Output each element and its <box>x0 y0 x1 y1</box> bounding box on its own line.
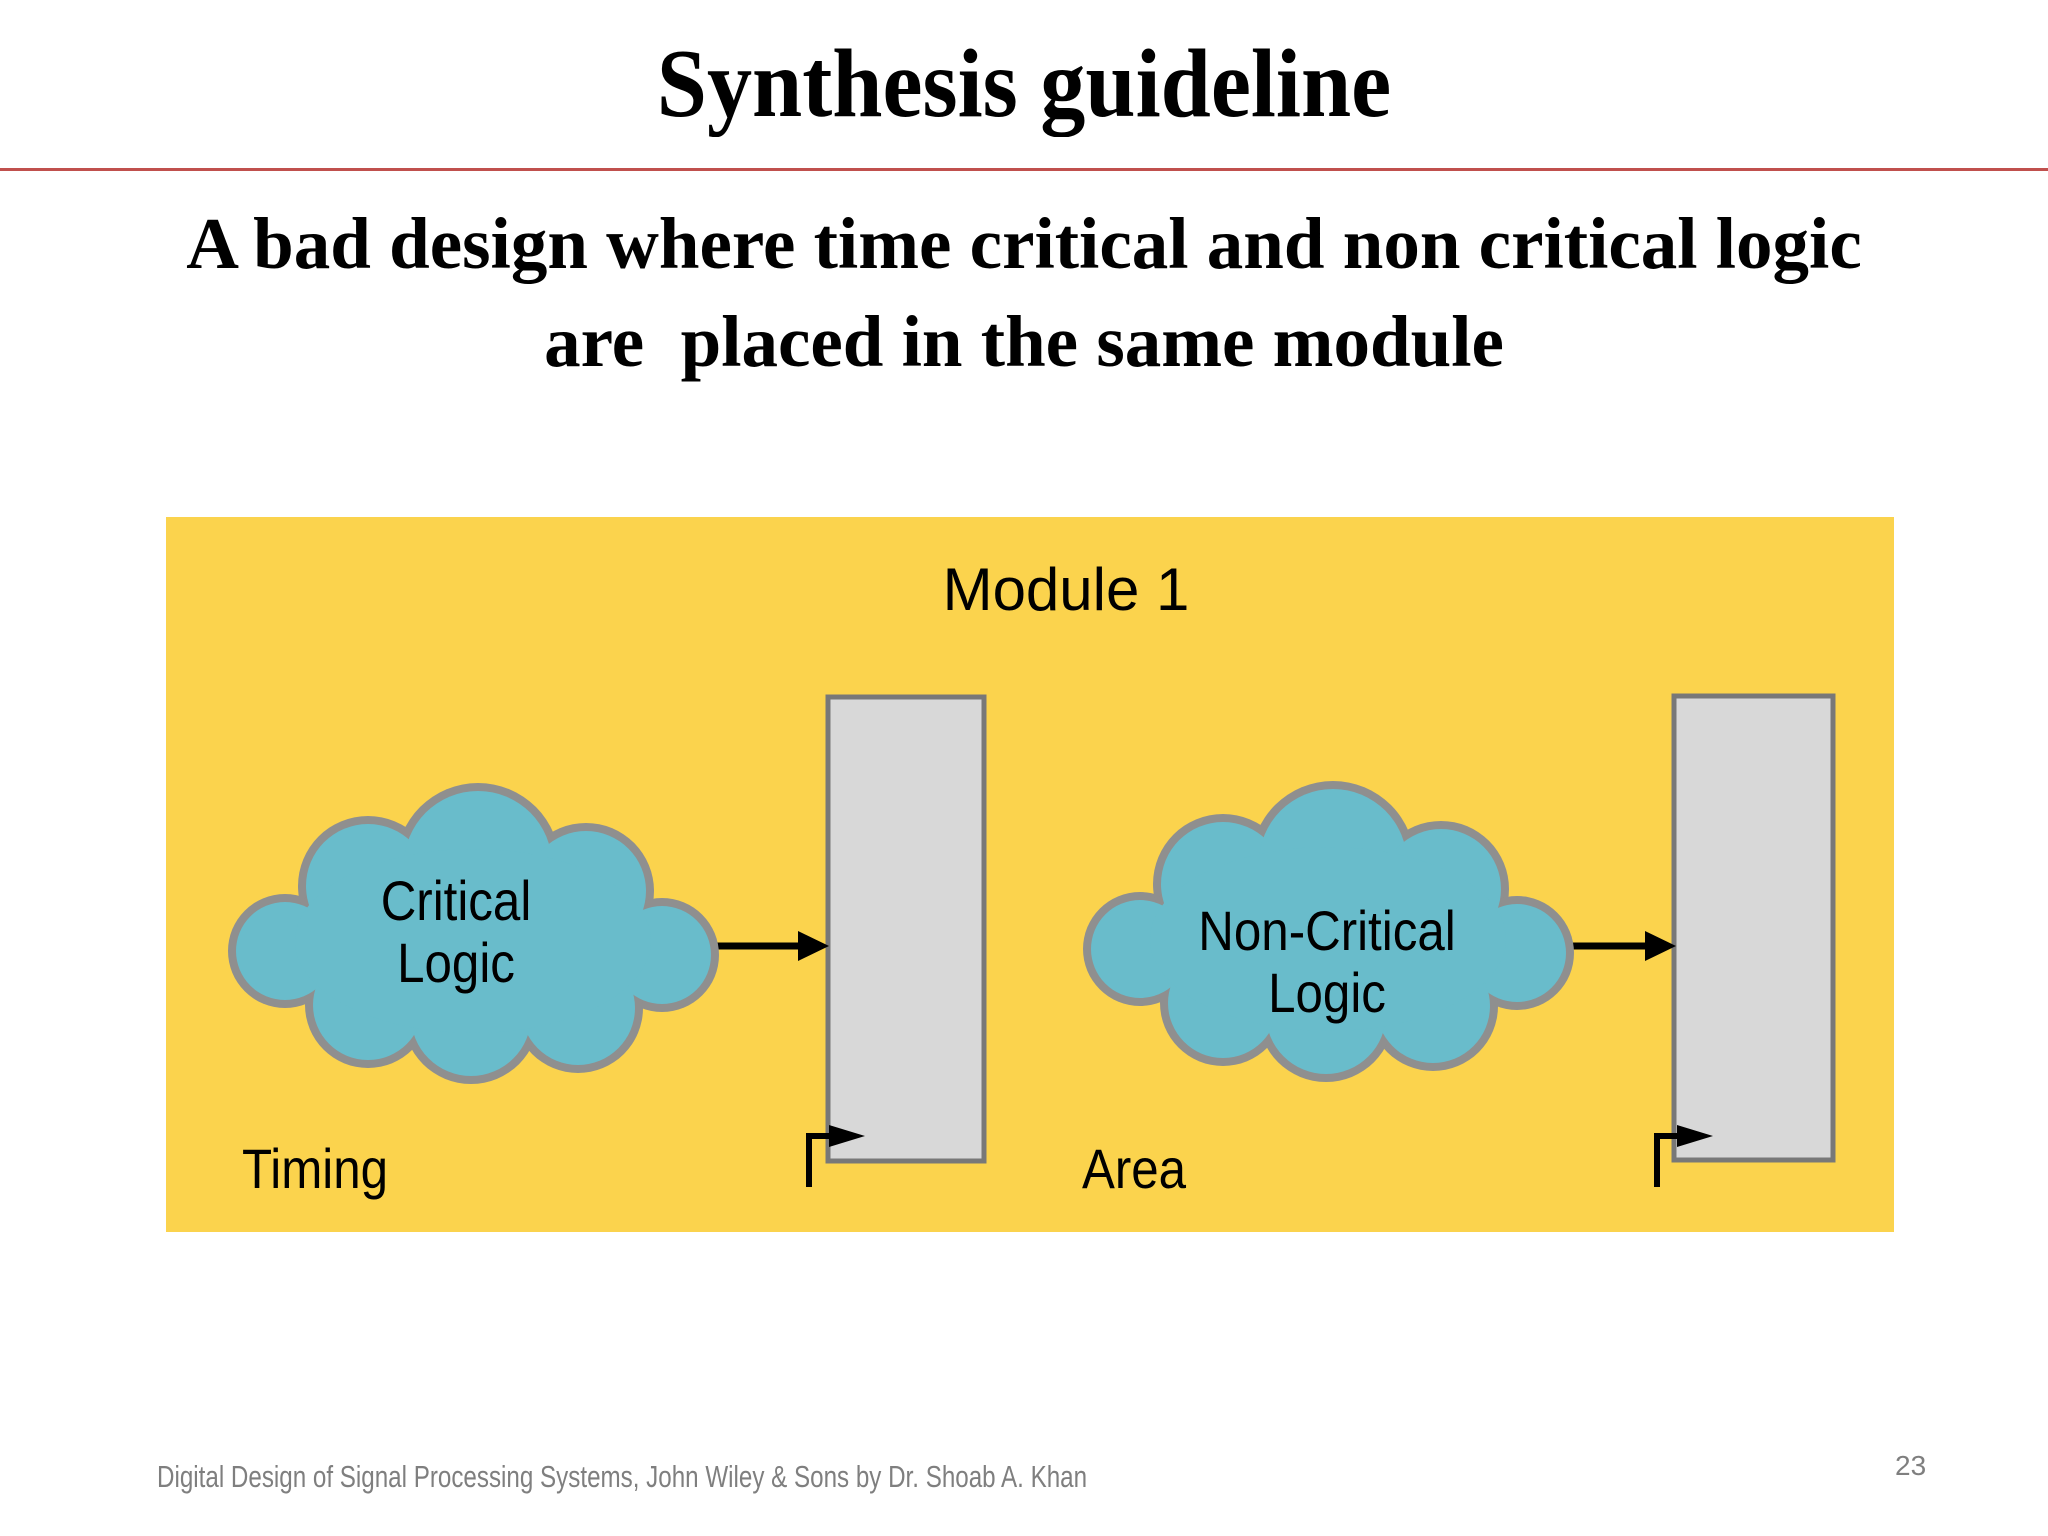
module-1-container: Module 1 Critical Logic Non-Critical Log… <box>166 517 1894 1232</box>
critical-logic-label: Critical Logic <box>380 869 532 994</box>
area-caption: Area <box>1082 1137 1187 1200</box>
clock-input-line-area <box>1654 1133 1678 1187</box>
slide-title: Synthesis guideline <box>656 30 1392 137</box>
clock-arrowhead-icon-timing <box>829 1125 865 1147</box>
module-diagram-canvas <box>228 693 1836 1187</box>
module-title: Module 1 <box>942 556 1190 623</box>
register-block-timing <box>825 694 987 1164</box>
footer-credit: Digital Design of Signal Processing Syst… <box>157 1459 1088 1494</box>
clock-arrowhead-icon-area <box>1677 1125 1713 1147</box>
title-divider-line <box>0 168 2048 171</box>
critical-arrowhead-icon <box>798 931 829 961</box>
slide-subtitle: A bad design where time critical and non… <box>186 203 1862 382</box>
register-block-area <box>1671 693 1836 1163</box>
page-number: 23 <box>1895 1450 1927 1481</box>
noncritical-arrowhead-icon <box>1645 931 1676 961</box>
non-critical-logic-label: Non-Critical Logic <box>1198 899 1456 1024</box>
timing-caption: Timing <box>242 1137 389 1200</box>
clock-input-line-timing <box>806 1133 830 1187</box>
